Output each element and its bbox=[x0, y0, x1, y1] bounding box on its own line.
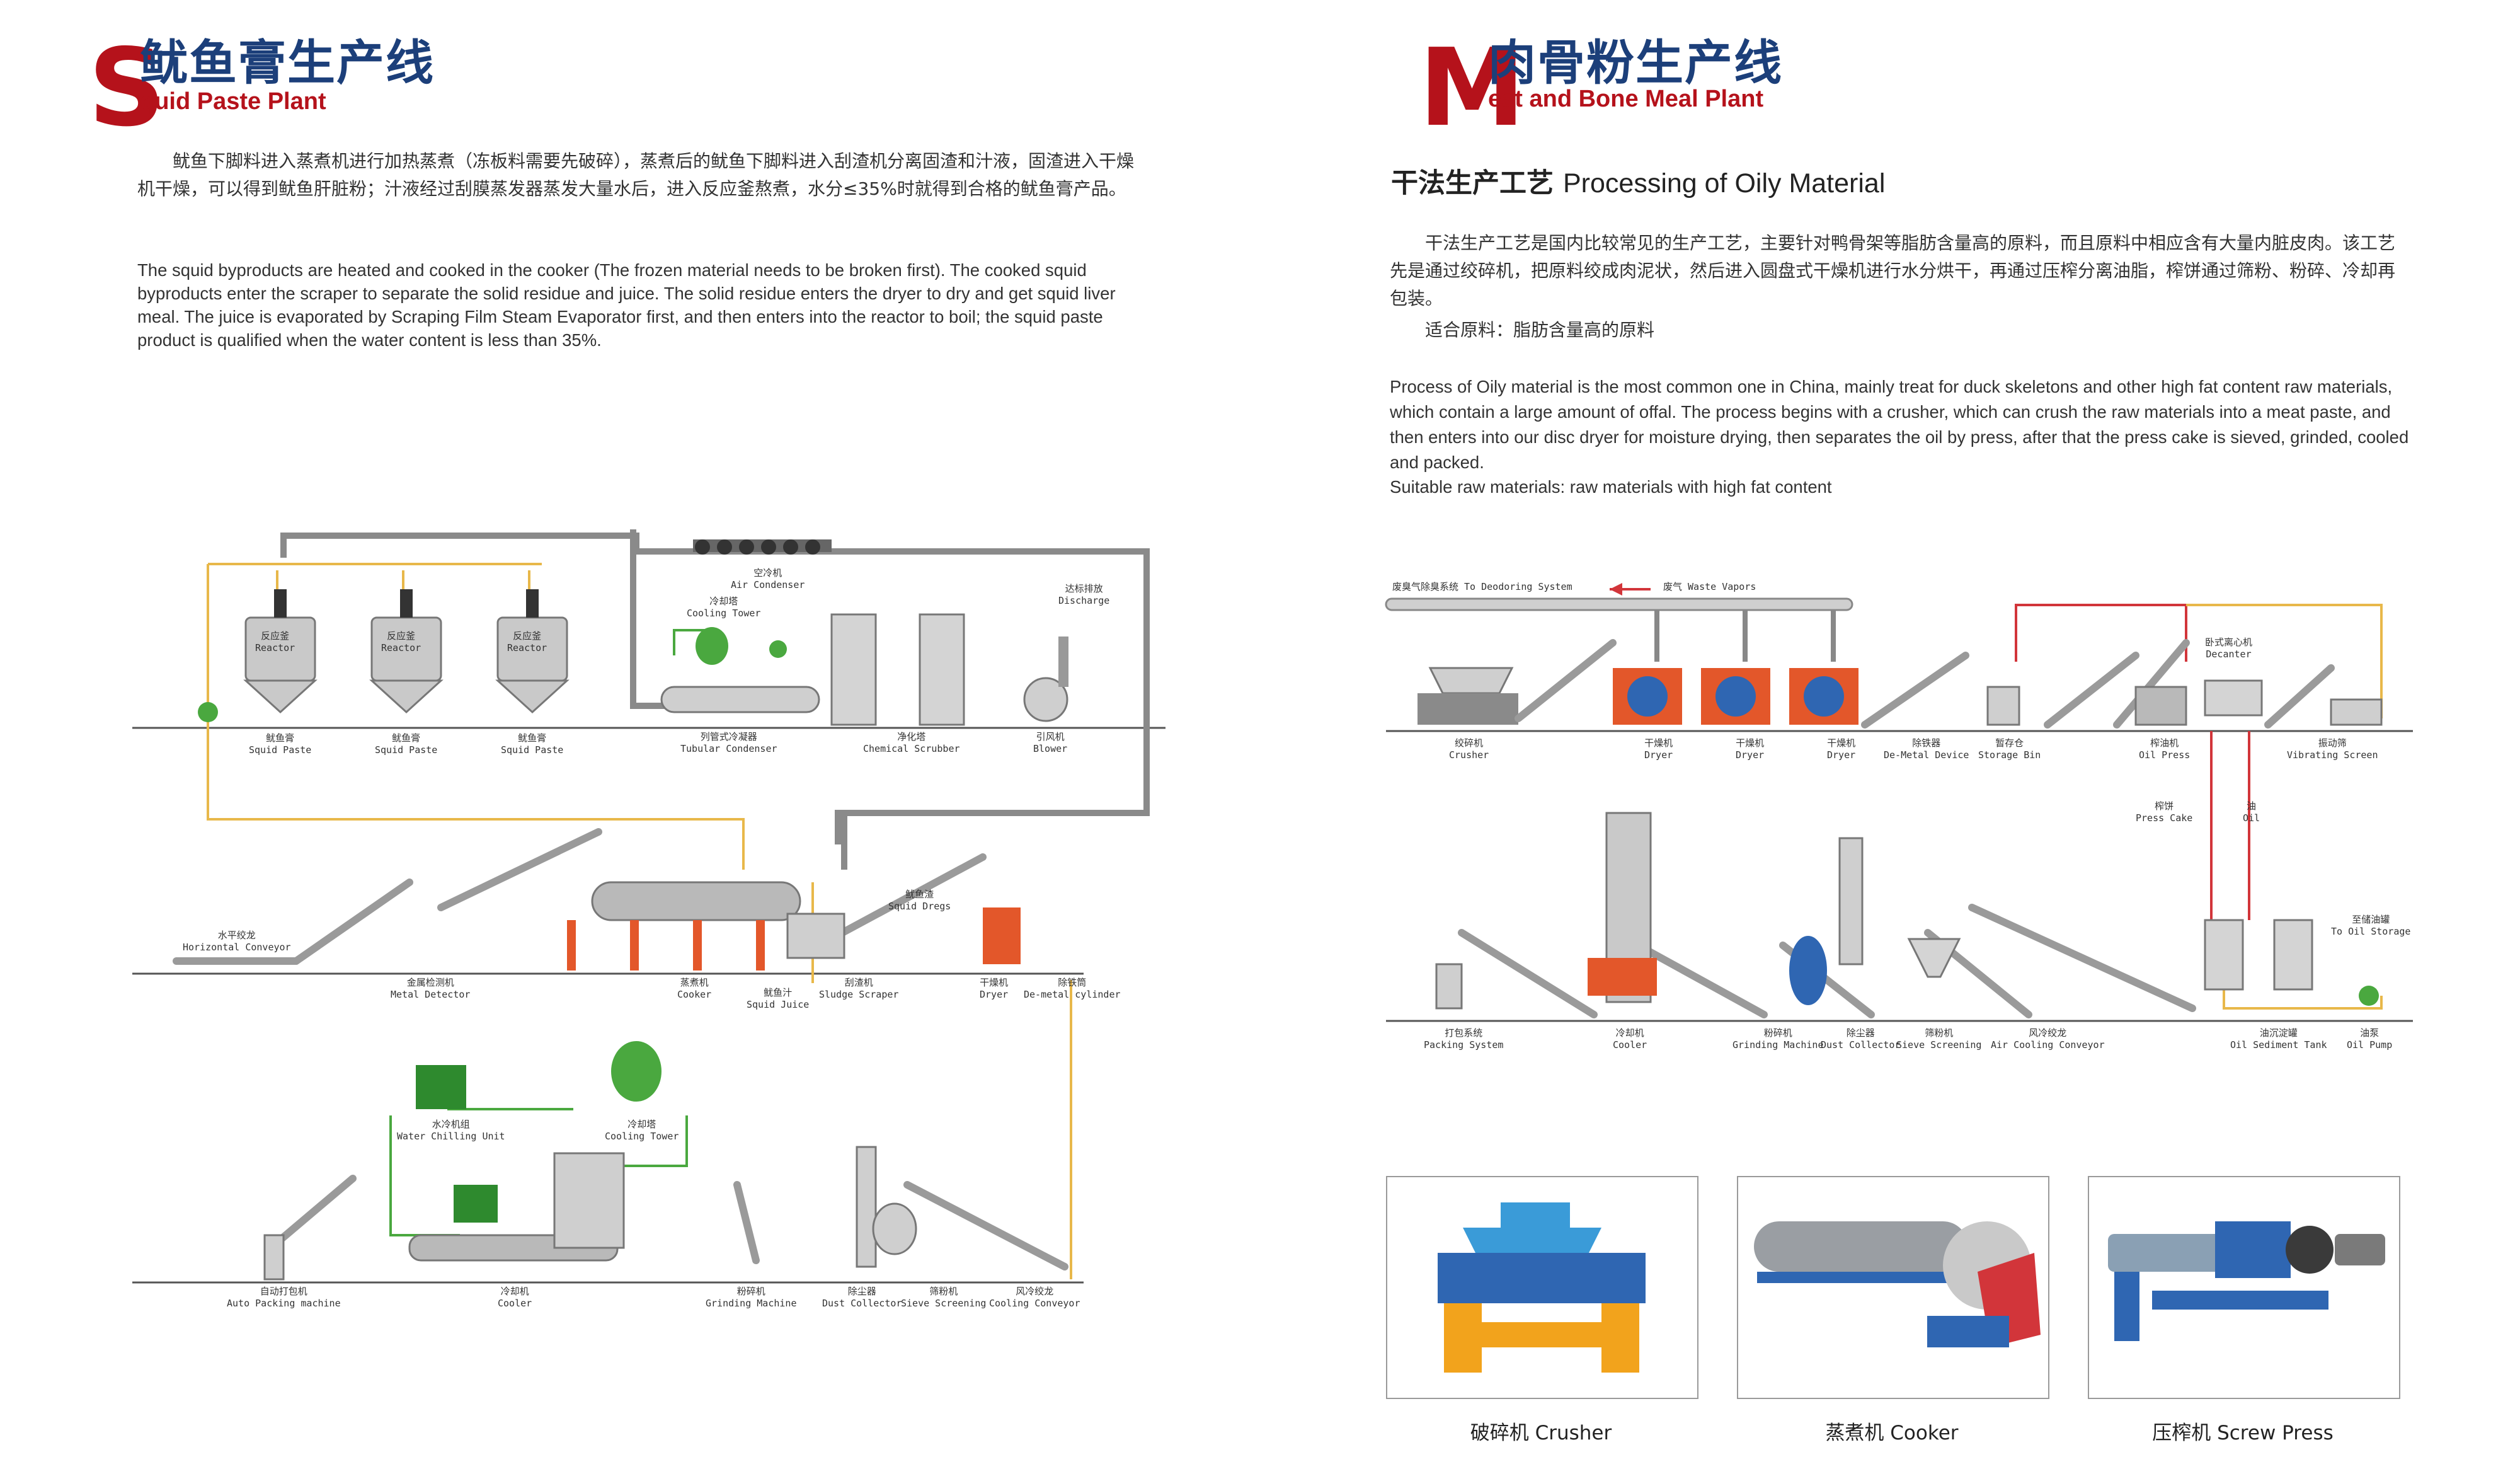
right-subheading: 干法生产工艺 Processing of Oily Material bbox=[1391, 161, 1885, 200]
label-discharge: 达标排放 Discharge bbox=[1058, 583, 1110, 606]
label-dust-right: 除尘器 Dust Collector bbox=[1821, 1027, 1901, 1051]
label-squid-juice: 鱿鱼汁 Squid Juice bbox=[747, 987, 810, 1010]
label-oil-sediment-tank: 油沉淀罐 Oil Sediment Tank bbox=[2230, 1027, 2327, 1051]
label-metal-detector: 金属检测机 Metal Detector bbox=[391, 977, 471, 1000]
left-title-cn: 鱿鱼膏生产线 bbox=[140, 35, 435, 91]
label-decanter: 卧式离心机 Decanter bbox=[2205, 637, 2253, 660]
label-dryer-3: 干燥机 Dryer bbox=[1827, 737, 1856, 761]
label-cooling-tower-top: 冷却塔 Cooling Tower bbox=[687, 596, 761, 619]
label-reactor-3: 反应釜 Reactor bbox=[507, 630, 547, 654]
label-cooler-right: 冷却机 Cooler bbox=[1613, 1027, 1647, 1051]
right-description-en: Process of Oily material is the most com… bbox=[1390, 377, 2409, 472]
label-sludge-scraper: 刮渣机 Sludge Scraper bbox=[819, 977, 899, 1000]
right-suitable-en: Suitable raw materials: raw materials wi… bbox=[1390, 477, 1832, 497]
photo-cooker bbox=[1737, 1176, 2049, 1399]
left-description-en: The squid byproducts are heated and cook… bbox=[137, 260, 1116, 350]
label-grinding-machine: 粉碎机 Grinding Machine bbox=[706, 1286, 797, 1309]
label-dust-collector: 除尘器 Dust Collector bbox=[822, 1286, 902, 1309]
label-chemical-scrubber: 净化塔 Chemical Scrubber bbox=[863, 731, 960, 754]
label-horizontal-conveyor: 水平绞龙 Horizontal Conveyor bbox=[183, 930, 291, 953]
label-cooling-conveyor: 风冷绞龙 Cooling Conveyor bbox=[989, 1286, 1080, 1309]
right-subheading-cn: 干法生产工艺 bbox=[1391, 168, 1554, 199]
right-suitable-cn: 适合原料：脂肪含量高的原料 bbox=[1425, 320, 1655, 340]
label-dryer-1: 干燥机 Dryer bbox=[1644, 737, 1673, 761]
label-to-oil-storage: 至储油罐 To Oil Storage bbox=[2331, 914, 2411, 937]
label-cooler: 冷却机 Cooler bbox=[498, 1286, 532, 1309]
crusher-illustration bbox=[1438, 1202, 1646, 1373]
label-air-condenser: 空冷机 Air Condenser bbox=[731, 567, 805, 590]
label-oil-press: 榨油机 Oil Press bbox=[2139, 737, 2191, 761]
label-dryer: 干燥机 Dryer bbox=[980, 977, 1009, 1000]
label-demetal-device: 除铁器 De-Metal Device bbox=[1884, 737, 1969, 761]
label-crusher: 绞碎机 Crusher bbox=[1449, 737, 1489, 761]
label-tubular-condenser: 列管式冷凝器 Tubular Condenser bbox=[680, 731, 777, 754]
label-reactor-1: 反应釜 Reactor bbox=[255, 630, 295, 654]
label-squid-dregs: 鱿鱼渣 Squid Dregs bbox=[888, 889, 951, 912]
label-oil-pump: 油泵 Oil Pump bbox=[2347, 1027, 2393, 1051]
label-grinding-right: 粉碎机 Grinding Machine bbox=[1732, 1027, 1824, 1051]
label-squid-paste-1: 鱿鱼膏 Squid Paste bbox=[249, 732, 312, 756]
right-title-cn: 肉骨粉生产线 bbox=[1488, 35, 1783, 91]
label-to-deodoring: 废臭气除臭系统 To Deodoring System bbox=[1392, 581, 1572, 592]
label-squid-paste-2: 鱿鱼膏 Squid Paste bbox=[375, 732, 438, 756]
caption-cooker: 蒸煮机 Cooker bbox=[1825, 1422, 1959, 1444]
label-waste-vapors: 废气 Waste Vapors bbox=[1663, 581, 1756, 592]
right-description-cn: 干法生产工艺是国内比较常见的生产工艺，主要针对鸭骨架等脂肪含量高的原料，而且原料… bbox=[1390, 233, 2396, 309]
right-subheading-en: Processing of Oily Material bbox=[1562, 168, 1886, 199]
label-packing-system: 打包系统 Packing System bbox=[1424, 1027, 1504, 1051]
right-title-initial: M bbox=[1419, 26, 1526, 151]
label-press-cake: 榨饼 Press Cake bbox=[2136, 800, 2193, 824]
label-water-chilling-unit: 水冷机组 Water Chilling Unit bbox=[397, 1119, 505, 1142]
left-description-cn: 鱿鱼下脚料进入蒸煮机进行加热蒸煮（冻板料需要先破碎），蒸煮后的鱿鱼下脚料进入刮渣… bbox=[137, 151, 1135, 199]
label-reactor-2: 反应釜 Reactor bbox=[381, 630, 421, 654]
caption-screw-press: 压榨机 Screw Press bbox=[2152, 1422, 2334, 1444]
cooker-illustration bbox=[1754, 1221, 2041, 1347]
left-title-en: quid Paste Plant bbox=[140, 88, 326, 115]
label-vibrating-screen: 振动筛 Vibrating Screen bbox=[2287, 737, 2378, 761]
label-sieve-screening: 筛粉机 Sieve Screening bbox=[901, 1286, 987, 1309]
label-sieve-right: 筛粉机 Sieve Screening bbox=[1896, 1027, 1982, 1051]
right-title-en: eat and Bone Meal Plant bbox=[1488, 86, 1764, 112]
label-squid-paste-3: 鱿鱼膏 Squid Paste bbox=[501, 732, 564, 756]
photo-crusher bbox=[1386, 1176, 1698, 1399]
left-title-initial: S bbox=[88, 26, 166, 151]
label-auto-packing: 自动打包机 Auto Packing machine bbox=[227, 1286, 341, 1309]
label-dryer-2: 干燥机 Dryer bbox=[1736, 737, 1765, 761]
label-air-cooling-conveyor: 风冷绞龙 Air Cooling Conveyor bbox=[1991, 1027, 2105, 1051]
label-storage-bin: 暂存仓 Storage Bin bbox=[1978, 737, 2041, 761]
caption-crusher: 破碎机 Crusher bbox=[1470, 1422, 1612, 1444]
label-cooker: 蒸煮机 Cooker bbox=[677, 977, 712, 1000]
label-blower: 引风机 Blower bbox=[1033, 731, 1068, 754]
label-oil: 油 Oil bbox=[2243, 800, 2260, 824]
screw-press-illustration bbox=[2108, 1221, 2385, 1341]
label-demetal-cylinder: 除铁筒 De-metal cylinder bbox=[1024, 977, 1121, 1000]
label-cooling-tower-mid: 冷却塔 Cooling Tower bbox=[605, 1119, 679, 1142]
photo-screw-press bbox=[2088, 1176, 2400, 1399]
